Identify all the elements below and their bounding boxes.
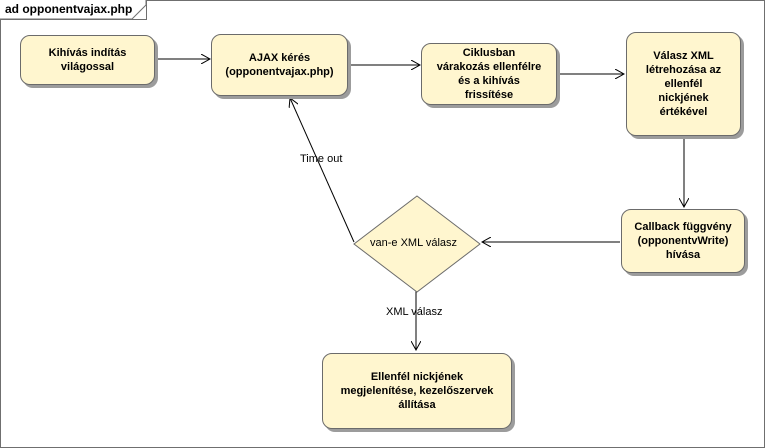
node-display-opponent: Ellenfél nickjének megjelenítése, kezelő… [322, 353, 512, 429]
edge-decision-ajax [290, 98, 355, 243]
diagram-title: ad opponentvajax.php [0, 0, 148, 20]
node-xml-create: Válasz XML létrehozása az ellenfél nickj… [626, 32, 741, 136]
decision-diamond [353, 195, 481, 293]
node-callback: Callback függvény (opponentvWrite) hívás… [621, 209, 745, 273]
node-wait-loop: Ciklusban várakozás ellenfélre és a kihí… [421, 43, 557, 105]
node-start: Kihívás indítás világossal [20, 35, 155, 85]
edge-label-timeout: Time out [300, 153, 343, 165]
node-ajax-request: AJAX kérés (opponentvajax.php) [211, 34, 348, 96]
edge-label-xml-reply: XML válasz [386, 306, 443, 318]
tab-edge [0, 0, 147, 20]
decision-label: van-e XML válasz [370, 237, 458, 249]
